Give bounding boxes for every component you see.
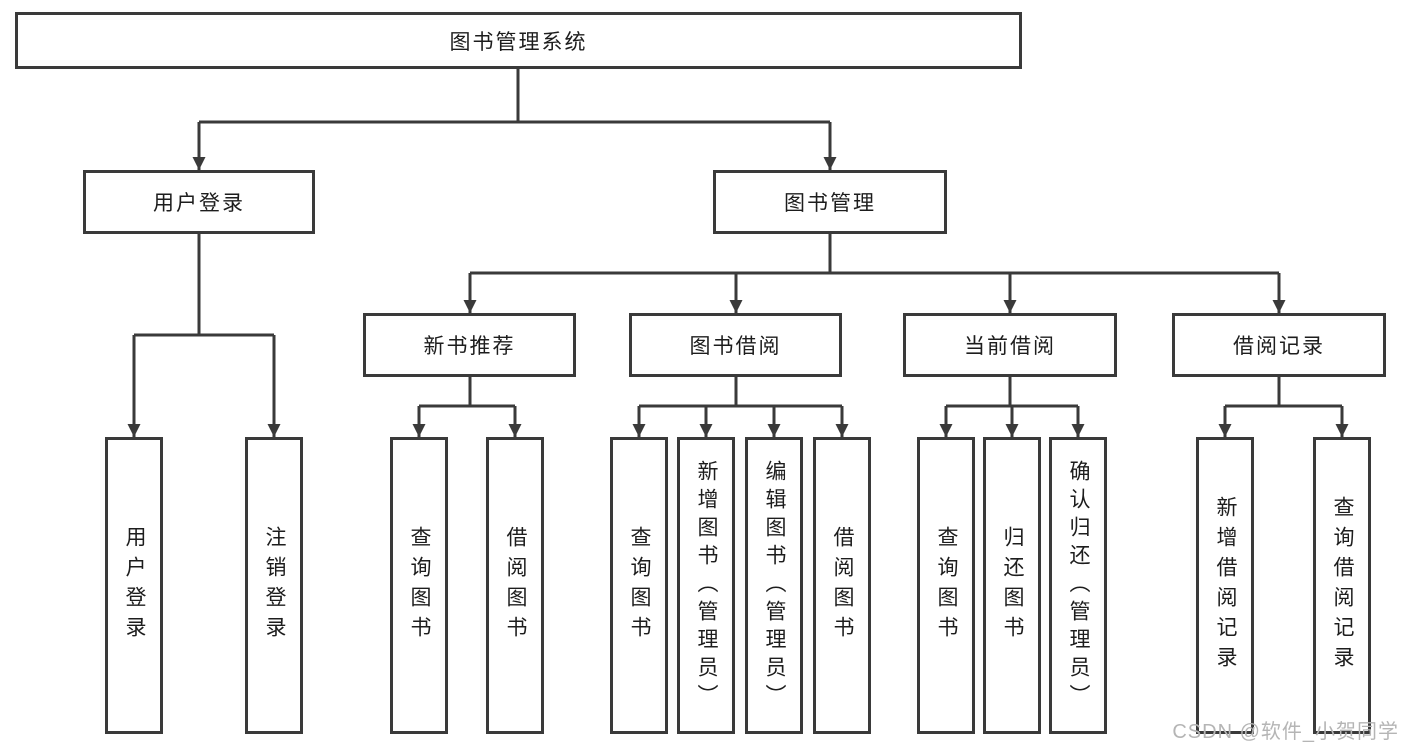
node-current-borrow-label: 当前借阅 bbox=[964, 335, 1056, 358]
node-root-system: 图书管理系统 bbox=[15, 12, 1022, 69]
node-book-borrow-label: 图书借阅 bbox=[689, 335, 782, 358]
node-borrow-records-label: 借阅记录 bbox=[1233, 335, 1325, 358]
node-borrow-records: 借阅记录 bbox=[1172, 313, 1386, 377]
leaf-borrow-query-books: 查询图书 bbox=[610, 437, 668, 734]
leaf-user-login: 用户登录 bbox=[105, 437, 163, 734]
node-book-management-label: 图书管理 bbox=[784, 192, 876, 215]
leaf-records-add-record: 新增借阅记录 bbox=[1196, 437, 1254, 734]
node-user-login: 用户登录 bbox=[83, 170, 315, 234]
leaf-borrow-borrow-books: 借阅图书 bbox=[813, 437, 871, 734]
node-root-label: 图书管理系统 bbox=[449, 30, 588, 54]
leaf-recommend-borrow-books: 借阅图书 bbox=[486, 437, 544, 734]
leaf-borrow-borrow-books-label: 借阅图书 bbox=[831, 525, 854, 646]
leaf-records-query-record-label: 查询借阅记录 bbox=[1331, 495, 1354, 676]
leaf-recommend-query-books-label: 查询图书 bbox=[408, 525, 431, 646]
leaf-current-query-books: 查询图书 bbox=[917, 437, 975, 734]
leaf-current-confirm-return-admin: 确认归还（管理员） bbox=[1049, 437, 1107, 734]
node-current-borrow: 当前借阅 bbox=[903, 313, 1117, 377]
csdn-watermark: CSDN @软件_小贺同学 bbox=[1172, 721, 1399, 743]
leaf-borrow-edit-books-admin: 编辑图书（管理员） bbox=[745, 437, 803, 734]
leaf-borrow-edit-books-admin-label: 编辑图书（管理员） bbox=[763, 459, 786, 712]
leaf-user-login-label: 用户登录 bbox=[123, 525, 146, 646]
node-book-borrow: 图书借阅 bbox=[629, 313, 842, 377]
leaf-current-return-books: 归还图书 bbox=[983, 437, 1041, 734]
node-new-book-recommend: 新书推荐 bbox=[363, 313, 576, 377]
leaf-current-confirm-return-admin-label: 确认归还（管理员） bbox=[1067, 459, 1090, 712]
leaf-recommend-borrow-books-label: 借阅图书 bbox=[504, 525, 527, 646]
leaf-logout: 注销登录 bbox=[245, 437, 303, 734]
node-user-login-label: 用户登录 bbox=[153, 192, 245, 215]
leaf-logout-label: 注销登录 bbox=[263, 525, 286, 646]
leaf-borrow-add-books-admin-label: 新增图书（管理员） bbox=[695, 459, 718, 712]
leaf-borrow-add-books-admin: 新增图书（管理员） bbox=[677, 437, 735, 734]
leaf-records-add-record-label: 新增借阅记录 bbox=[1214, 495, 1237, 676]
leaf-current-return-books-label: 归还图书 bbox=[1001, 525, 1024, 646]
leaf-borrow-query-books-label: 查询图书 bbox=[628, 525, 651, 646]
node-book-management: 图书管理 bbox=[713, 170, 947, 234]
leaf-records-query-record: 查询借阅记录 bbox=[1313, 437, 1371, 734]
leaf-current-query-books-label: 查询图书 bbox=[935, 525, 958, 646]
node-new-book-recommend-label: 新书推荐 bbox=[423, 335, 516, 358]
leaf-recommend-query-books: 查询图书 bbox=[390, 437, 448, 734]
